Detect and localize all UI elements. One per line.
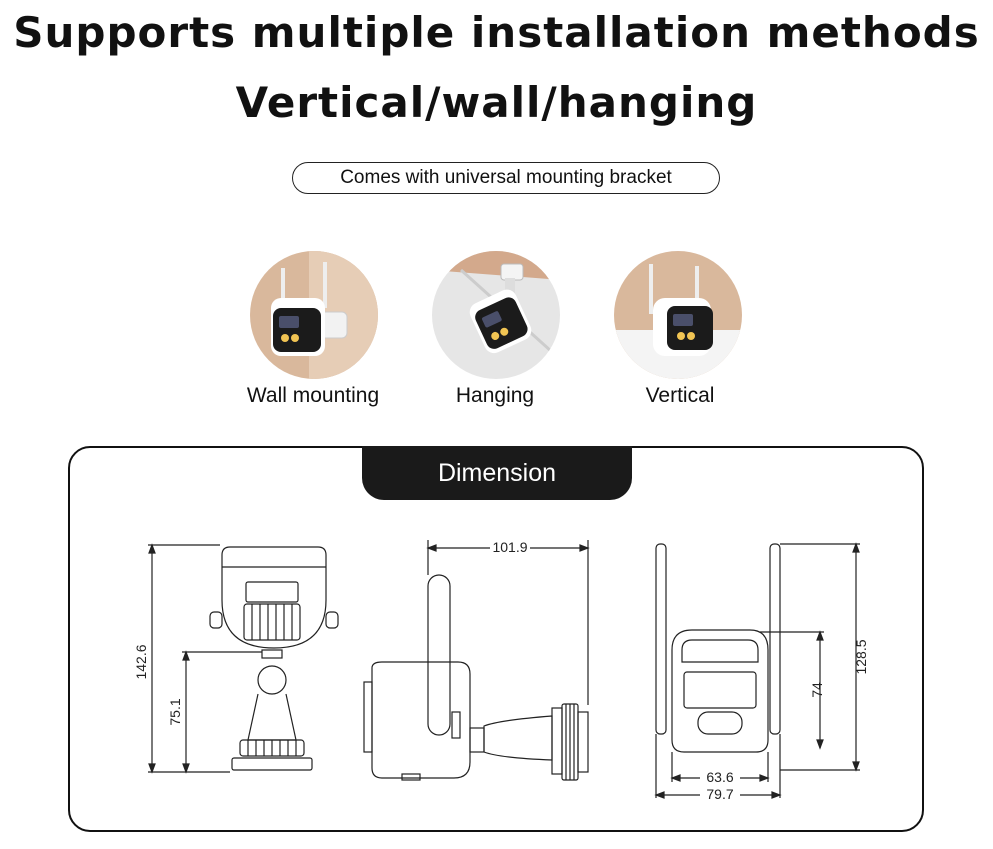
mount-label-vertical: Vertical bbox=[645, 384, 715, 407]
side-view-drawing bbox=[363, 540, 590, 781]
front-total-height-label: 142.6 bbox=[133, 644, 149, 679]
hanging-camera-icon bbox=[431, 250, 561, 380]
wall-mounted-camera-icon bbox=[249, 250, 379, 380]
back-body-height-label: 74 bbox=[809, 682, 825, 698]
back-inner-width-label: 63.6 bbox=[706, 769, 733, 785]
mount-label-hanging: Hanging bbox=[455, 384, 535, 407]
vertical-camera-icon bbox=[613, 250, 743, 380]
front-view-drawing bbox=[148, 543, 339, 774]
bracket-badge: Comes with universal mounting bracket bbox=[292, 162, 720, 194]
front-bracket-height-label: 75.1 bbox=[167, 698, 183, 725]
back-total-height-label: 128.5 bbox=[853, 639, 869, 674]
back-view-drawing bbox=[654, 542, 860, 799]
mount-label-wall: Wall mounting bbox=[246, 384, 380, 407]
side-depth-label: 101.9 bbox=[492, 539, 527, 555]
back-outer-width-label: 79.7 bbox=[706, 786, 733, 802]
page-title-line-2: Vertical/wall/hanging bbox=[235, 78, 758, 127]
dimension-tab: Dimension bbox=[362, 446, 632, 500]
page-title-line-1: Supports multiple installation methods bbox=[13, 8, 980, 57]
